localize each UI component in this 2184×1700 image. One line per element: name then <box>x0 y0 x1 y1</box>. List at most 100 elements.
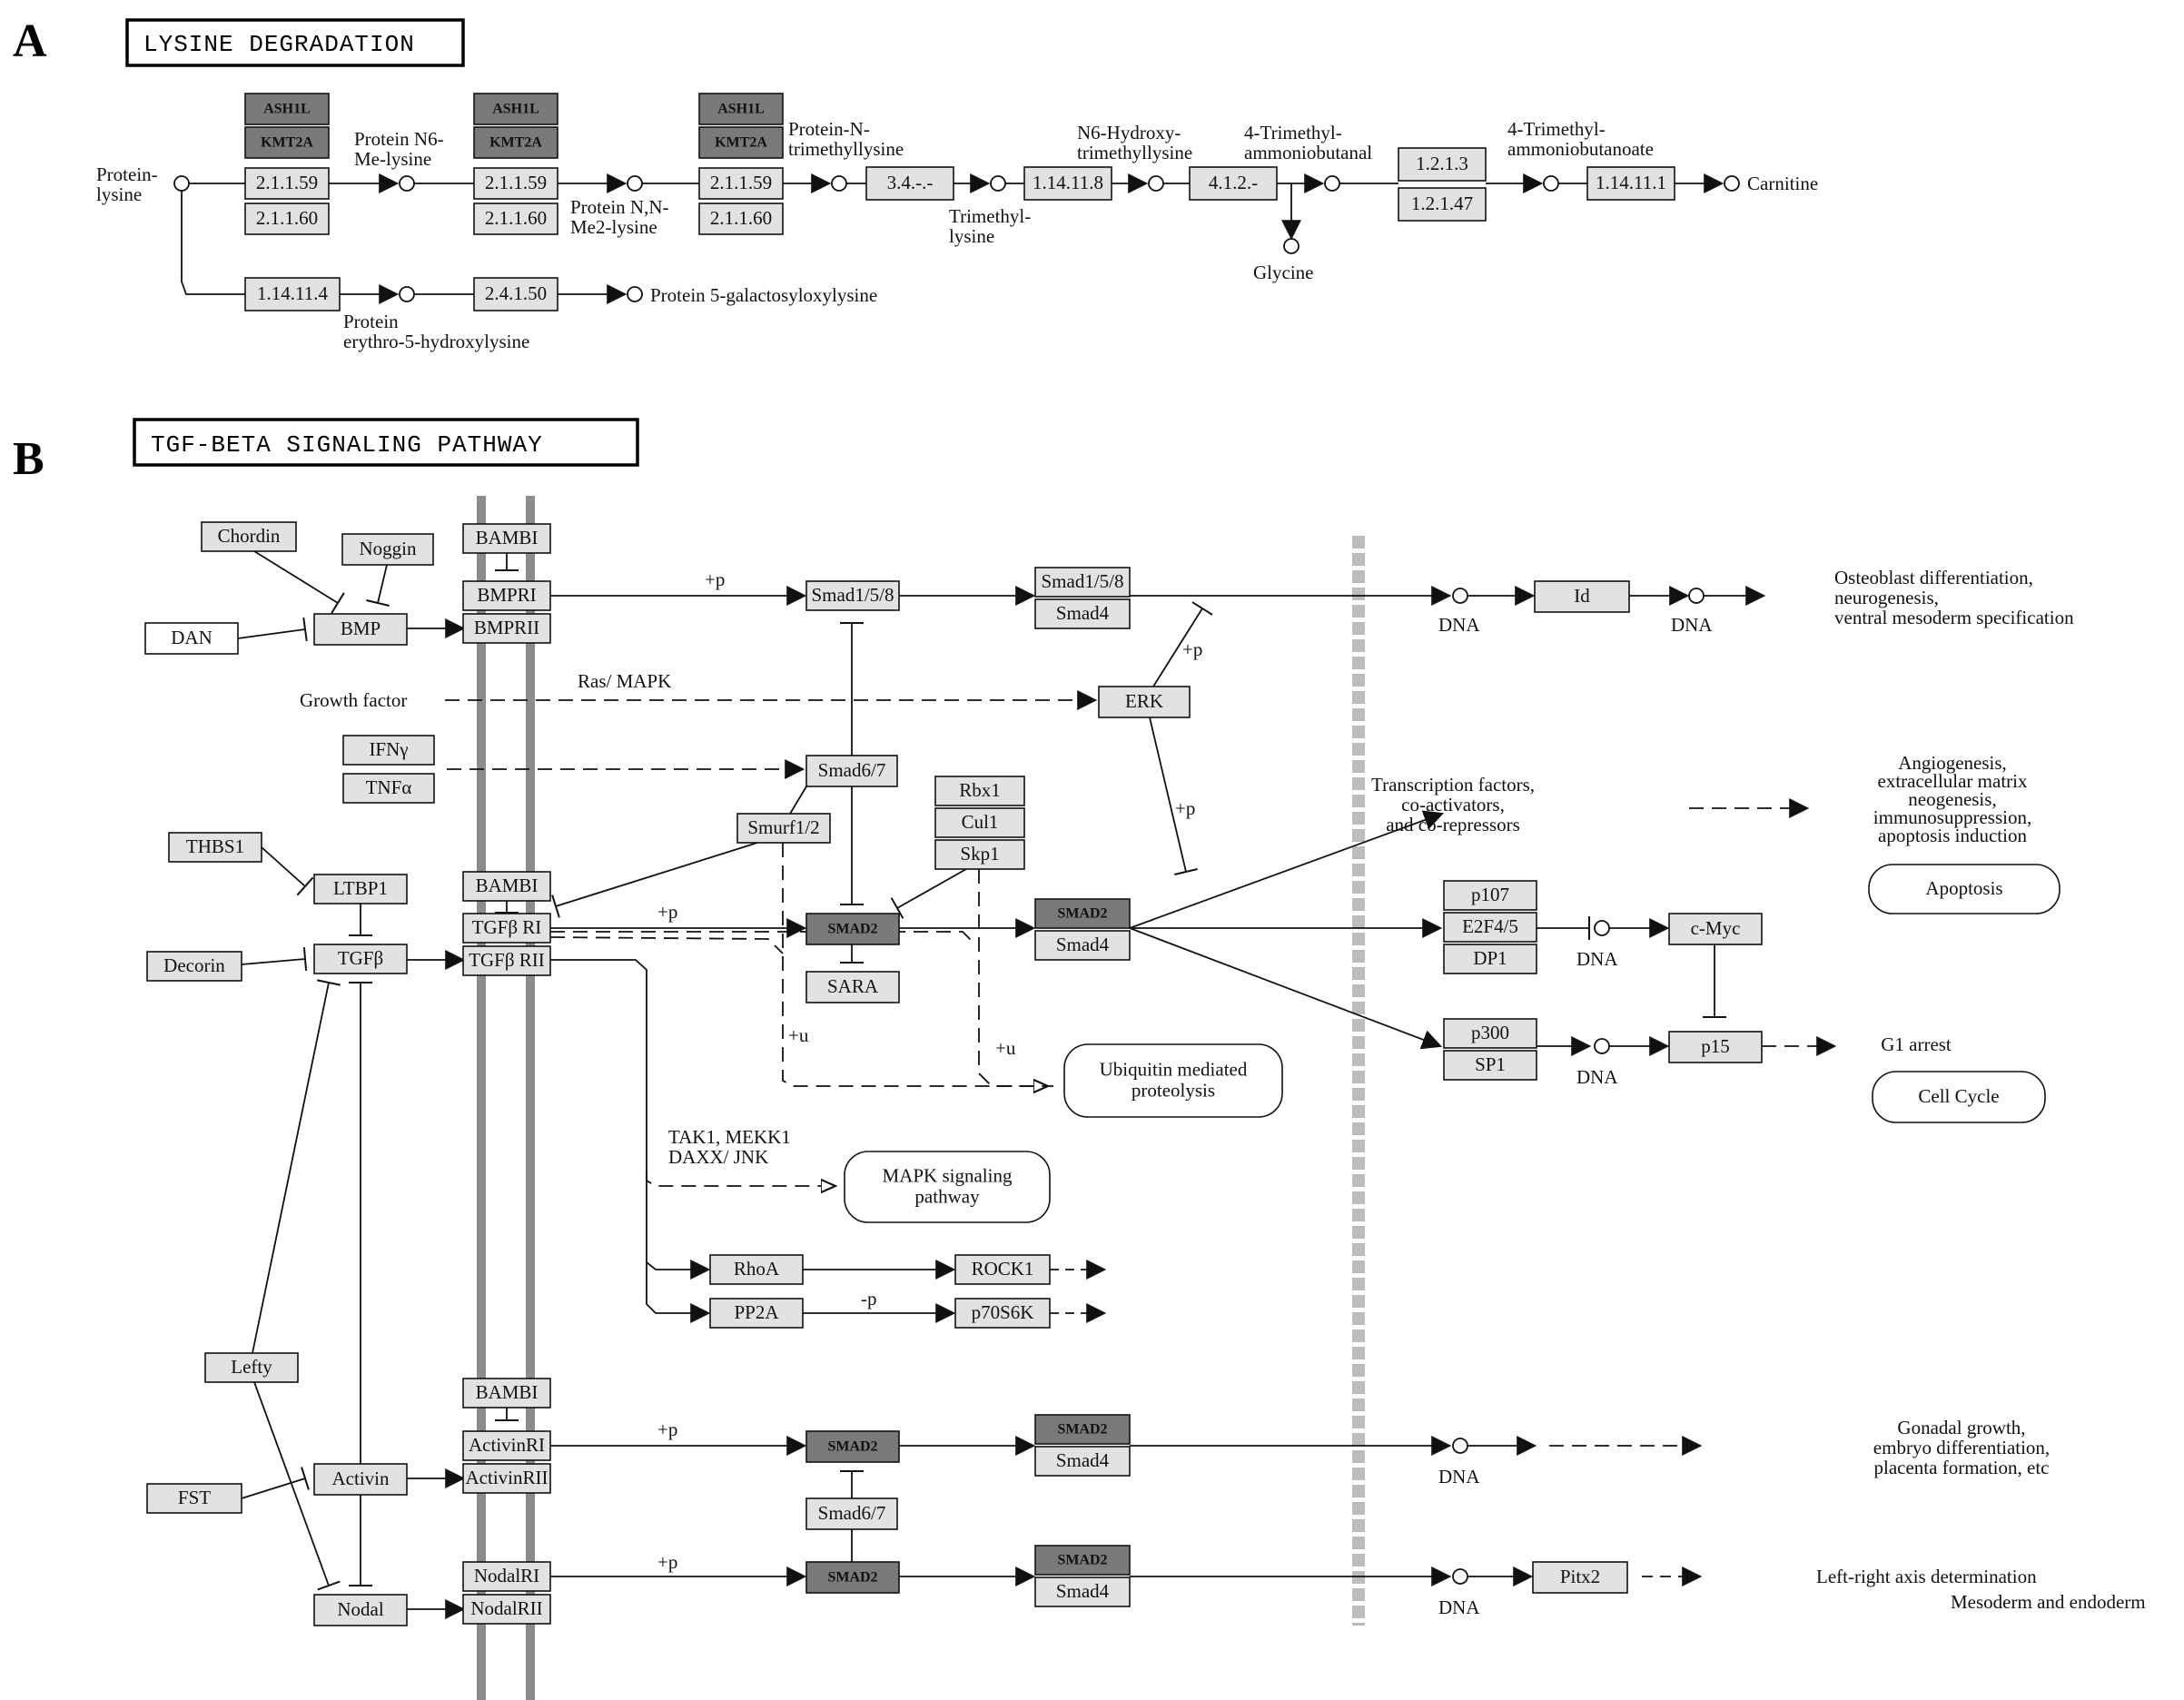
smad67-node-1[interactable]: Smad6/7 <box>805 755 898 787</box>
tgfbrii-node[interactable]: TGFβ RII <box>462 945 551 976</box>
enzyme-3-4[interactable]: 3.4.-.- <box>865 166 954 201</box>
enzyme-1-2-1-47[interactable]: 1.2.1.47 <box>1398 187 1487 222</box>
smurf12-node[interactable]: Smurf1/2 <box>736 813 831 844</box>
dan-node[interactable]: DAN <box>144 622 239 655</box>
dna-node-2[interactable] <box>1688 588 1705 604</box>
n-trimethyllysine-node[interactable] <box>831 175 847 192</box>
bambi-node-2[interactable]: BAMBI <box>462 871 551 902</box>
cmyc-node[interactable]: c-Myc <box>1668 913 1763 945</box>
n6-hydroxy-node[interactable] <box>1148 175 1164 192</box>
bambi-node-1[interactable]: BAMBI <box>462 523 551 554</box>
activinri-node[interactable]: ActivinRI <box>462 1430 551 1461</box>
p70s6k-node[interactable]: p70S6K <box>954 1298 1051 1329</box>
smad2-complex-node-3[interactable]: SMAD2 <box>1034 1545 1131 1576</box>
kmt2a-gene-3[interactable]: KMT2A <box>698 126 784 159</box>
rhoa-node[interactable]: RhoA <box>709 1254 804 1285</box>
sp1-node[interactable]: SP1 <box>1443 1050 1537 1081</box>
chordin-node[interactable]: Chordin <box>201 521 297 552</box>
glycine-node[interactable] <box>1283 238 1300 254</box>
bmprii-node[interactable]: BMPRII <box>462 613 551 644</box>
enzyme-2-4-1-50[interactable]: 2.4.1.50 <box>473 277 558 311</box>
sara-node[interactable]: SARA <box>805 971 900 1003</box>
nodalrii-node[interactable]: NodalRII <box>462 1594 551 1625</box>
tnfa-node[interactable]: TNFα <box>342 773 435 804</box>
enzyme-1-2-1-3[interactable]: 1.2.1.3 <box>1398 147 1487 182</box>
ash1l-gene-3[interactable]: ASH1L <box>698 93 784 125</box>
activinrii-node[interactable]: ActivinRII <box>462 1463 551 1494</box>
erythro-node[interactable] <box>399 286 415 302</box>
smad2-node-2[interactable]: SMAD2 <box>805 1430 900 1463</box>
smad4-complex-node-4[interactable]: Smad4 <box>1034 1576 1131 1607</box>
smad2-node-1[interactable]: SMAD2 <box>805 913 900 945</box>
enzyme-1-14-11-1[interactable]: 1.14.11.1 <box>1586 166 1675 201</box>
enzyme-2-1-1-59-2[interactable]: 2.1.1.59 <box>473 167 558 200</box>
smad4-complex-node-1[interactable]: Smad4 <box>1034 598 1131 629</box>
kmt2a-gene-2[interactable]: KMT2A <box>473 126 558 159</box>
protein-lysine-node[interactable] <box>173 175 190 192</box>
smad158-node[interactable]: Smad1/5/8 <box>805 580 900 611</box>
cul1-node[interactable]: Cul1 <box>934 807 1025 838</box>
dna-node-6[interactable] <box>1452 1568 1468 1585</box>
ifng-node[interactable]: IFNγ <box>342 735 435 766</box>
p107-node[interactable]: p107 <box>1443 880 1537 911</box>
skp1-node[interactable]: Skp1 <box>934 839 1025 870</box>
dna-node-3[interactable] <box>1594 920 1610 936</box>
trimethyllysine-node[interactable] <box>990 175 1006 192</box>
dna-node-4[interactable] <box>1594 1038 1610 1054</box>
dp1-node[interactable]: DP1 <box>1443 944 1537 974</box>
apoptosis-map-link[interactable]: Apoptosis <box>1868 864 2060 914</box>
ash1l-gene-2[interactable]: ASH1L <box>473 93 558 125</box>
ltbp1-node[interactable]: LTBP1 <box>313 874 408 904</box>
rbx1-node[interactable]: Rbx1 <box>934 776 1025 806</box>
smad67-node-2[interactable]: Smad6/7 <box>805 1497 898 1530</box>
tgfbri-node[interactable]: TGFβ RI <box>462 913 551 944</box>
dna-node-5[interactable] <box>1452 1438 1468 1454</box>
erk-node[interactable]: ERK <box>1098 686 1191 718</box>
cell-cycle-map-link[interactable]: Cell Cycle <box>1872 1071 2046 1123</box>
kmt2a-gene-1[interactable]: KMT2A <box>244 126 330 159</box>
smad4-complex-node-3[interactable]: Smad4 <box>1034 1446 1131 1477</box>
nodalri-node[interactable]: NodalRI <box>462 1561 551 1592</box>
ammoniobutanoate-node[interactable] <box>1543 175 1559 192</box>
smad2-node-3[interactable]: SMAD2 <box>805 1561 900 1594</box>
p15-node[interactable]: p15 <box>1668 1031 1763 1063</box>
nodal-node[interactable]: Nodal <box>313 1594 408 1626</box>
ash1l-gene-1[interactable]: ASH1L <box>244 93 330 125</box>
pp2a-node[interactable]: PP2A <box>709 1298 804 1329</box>
smad4-complex-node-2[interactable]: Smad4 <box>1034 930 1131 961</box>
n6-me-lysine-node[interactable] <box>399 175 415 192</box>
pitx2-node[interactable]: Pitx2 <box>1532 1561 1628 1594</box>
bmpri-node[interactable]: BMPRI <box>462 580 551 611</box>
thbs1-node[interactable]: THBS1 <box>168 832 262 863</box>
smad2-complex-node-1[interactable]: SMAD2 <box>1034 898 1131 929</box>
galactosyl-node[interactable] <box>627 286 643 302</box>
noggin-node[interactable]: Noggin <box>341 533 434 566</box>
id-node[interactable]: Id <box>1534 580 1630 613</box>
enzyme-2-1-1-59-3[interactable]: 2.1.1.59 <box>698 167 784 200</box>
enzyme-2-1-1-60-3[interactable]: 2.1.1.60 <box>698 203 784 235</box>
nn-me2-lysine-node[interactable] <box>627 175 643 192</box>
enzyme-1-14-11-4[interactable]: 1.14.11.4 <box>244 277 341 311</box>
enzyme-2-1-1-60-2[interactable]: 2.1.1.60 <box>473 203 558 235</box>
rock1-node[interactable]: ROCK1 <box>954 1254 1051 1285</box>
enzyme-1-14-11-8[interactable]: 1.14.11.8 <box>1023 166 1112 201</box>
activin-node[interactable]: Activin <box>313 1463 408 1496</box>
lefty-node[interactable]: Lefty <box>204 1352 299 1383</box>
ammoniobutanal-node[interactable] <box>1324 175 1340 192</box>
enzyme-2-1-1-59-1[interactable]: 2.1.1.59 <box>244 167 330 200</box>
carnitine-node[interactable] <box>1724 175 1740 192</box>
fst-node[interactable]: FST <box>146 1483 242 1514</box>
dna-node-1[interactable] <box>1452 588 1468 604</box>
e2f45-node[interactable]: E2F4/5 <box>1443 912 1537 943</box>
enzyme-2-1-1-60-1[interactable]: 2.1.1.60 <box>244 203 330 235</box>
tgfb-node[interactable]: TGFβ <box>313 944 408 974</box>
smad2-complex-node-2[interactable]: SMAD2 <box>1034 1414 1131 1445</box>
decorin-node[interactable]: Decorin <box>146 951 242 982</box>
enzyme-4-1-2[interactable]: 4.1.2.- <box>1189 166 1278 201</box>
bambi-node-3[interactable]: BAMBI <box>462 1378 551 1408</box>
bmp-node[interactable]: BMP <box>313 613 408 646</box>
p300-node[interactable]: p300 <box>1443 1018 1537 1049</box>
smad158-complex-node[interactable]: Smad1/5/8 <box>1034 567 1131 598</box>
